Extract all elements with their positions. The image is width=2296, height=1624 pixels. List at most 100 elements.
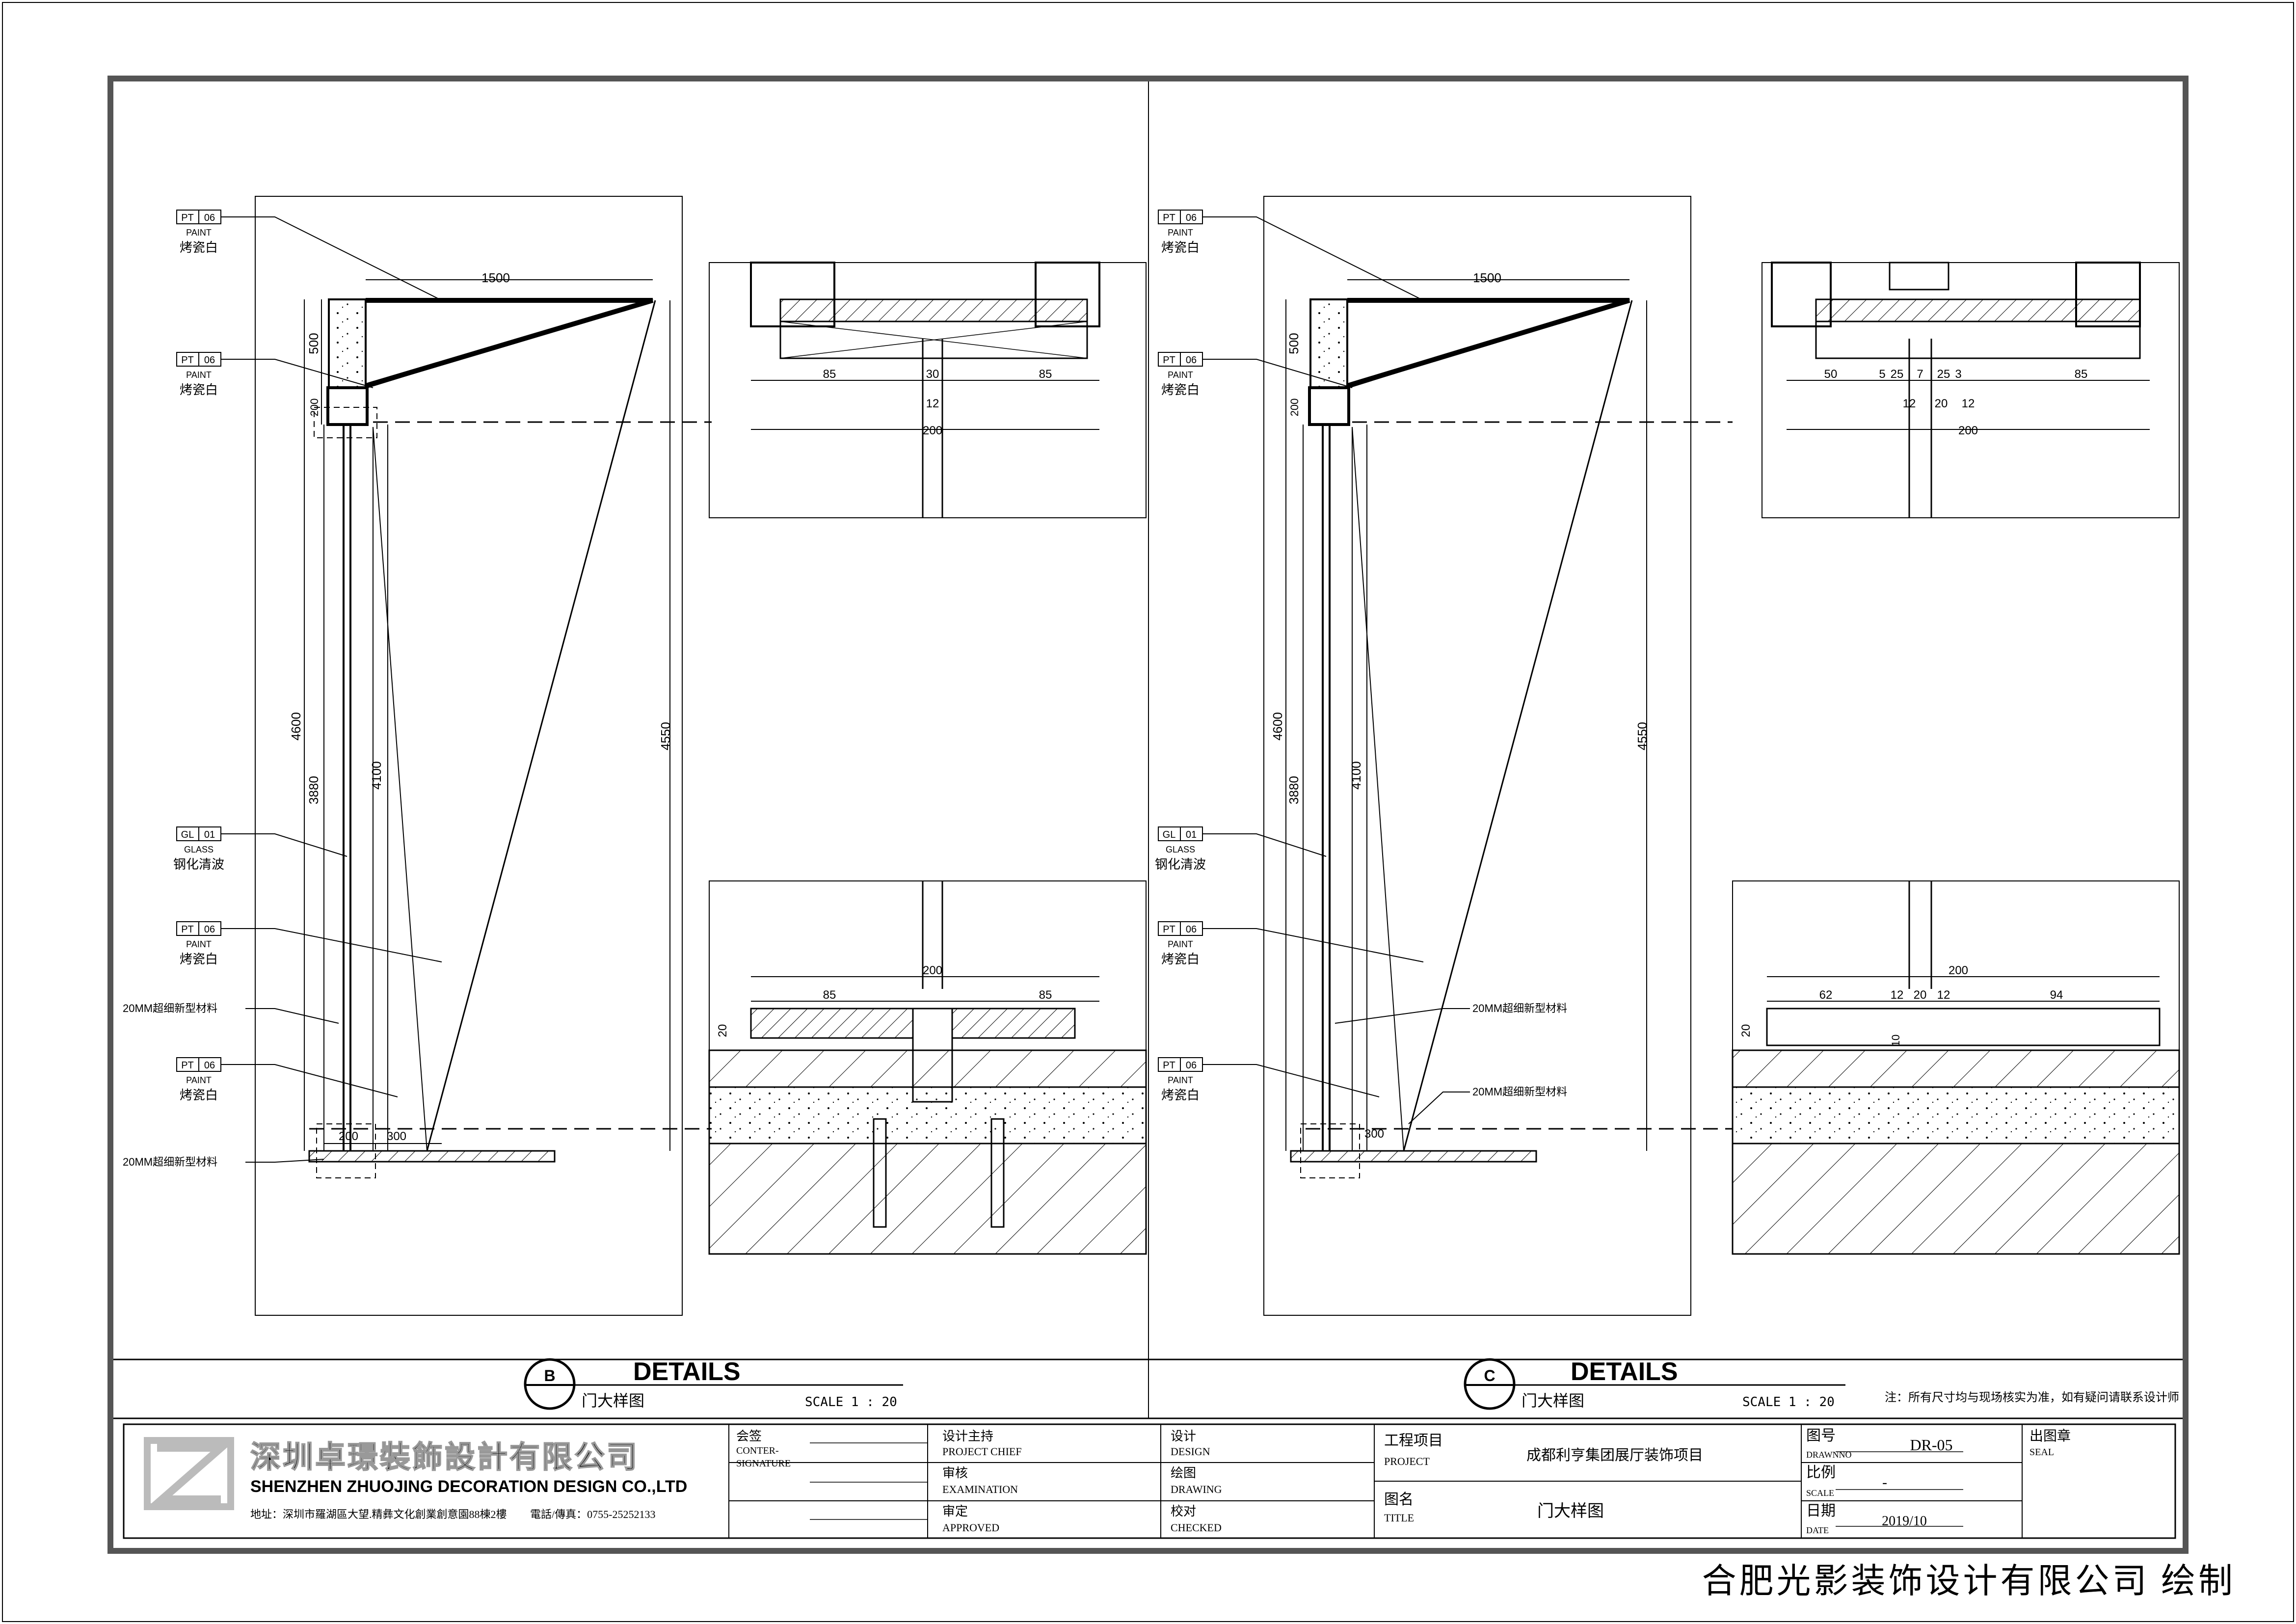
svg-text:DETAILS: DETAILS	[633, 1358, 741, 1386]
svg-text:PAINT: PAINT	[186, 939, 212, 949]
svg-text:设计: 设计	[1171, 1429, 1196, 1443]
company-logo-icon	[144, 1437, 234, 1510]
drawing-title: 门大样图	[1537, 1502, 1604, 1520]
svg-text:B: B	[544, 1367, 555, 1384]
sheet-note: 注：所有尺寸均与现场核实为准，如有疑问请联系设计师	[1885, 1391, 2179, 1404]
title-block: 深圳卓璟裝飾設計有限公司 SHENZHEN ZHUOJING DECORATIO…	[123, 1423, 2176, 1539]
svg-text:SCALE: SCALE	[1806, 1488, 1834, 1498]
callout-pt-4: PT 06 PAINT 烤瓷白	[176, 1057, 398, 1102]
project-name: 成都利亨集团展厅装饰项目	[1526, 1447, 1703, 1464]
callout-pt-3: PT 06 PAINT 烤瓷白	[176, 921, 442, 966]
svg-text:门大样图: 门大样图	[582, 1392, 644, 1410]
details-label-b: B DETAILS 门大样图 SCALE 1 : 20	[524, 1358, 903, 1410]
dim-300: 300	[387, 1130, 406, 1143]
svg-text:DRAWNNO: DRAWNNO	[1806, 1450, 1852, 1460]
dim-4100: 4100	[369, 761, 384, 790]
svg-text:PAINT: PAINT	[1168, 228, 1193, 238]
svg-text:烤瓷白: 烤瓷白	[1161, 952, 1200, 966]
callout-c-pt-2: PT 06 PAINT 烤瓷白	[1158, 352, 1353, 397]
svg-text:200: 200	[923, 424, 942, 437]
callout-c-pt-1: PT 06 PAINT 烤瓷白	[1158, 210, 1424, 301]
svg-text:GL: GL	[1163, 829, 1176, 840]
svg-text:审定: 审定	[942, 1504, 968, 1518]
detail-b-view-frame	[255, 196, 683, 1316]
svg-text:06: 06	[204, 213, 215, 223]
svg-text:20MM超细新型材料: 20MM超细新型材料	[123, 1156, 217, 1168]
dim-3880: 3880	[306, 776, 321, 804]
svg-text:PAINT: PAINT	[186, 228, 212, 238]
svg-text:06: 06	[204, 355, 215, 366]
svg-text:06: 06	[1186, 1060, 1197, 1071]
svg-text:GLASS: GLASS	[1166, 845, 1195, 854]
dim-200: 200	[339, 1130, 358, 1143]
svg-text:图号: 图号	[1806, 1428, 1836, 1444]
svg-text:12: 12	[1903, 397, 1916, 410]
svg-text:PAINT: PAINT	[186, 370, 212, 380]
svg-text:12: 12	[1891, 988, 1904, 1002]
svg-text:25: 25	[1937, 368, 1950, 381]
svg-text:85: 85	[1039, 988, 1052, 1002]
svg-text:20MM超细新型材料: 20MM超细新型材料	[1472, 1086, 1567, 1098]
svg-text:85: 85	[823, 368, 836, 381]
dim-4550: 4550	[658, 722, 673, 750]
svg-text:烤瓷白: 烤瓷白	[180, 1088, 218, 1102]
svg-text:烤瓷白: 烤瓷白	[180, 952, 218, 966]
svg-text:20MM超细新型材料: 20MM超细新型材料	[123, 1002, 217, 1014]
dim-500: 500	[306, 333, 321, 354]
svg-text:12: 12	[926, 397, 939, 410]
detail-c: 1500 4550 4600 3880 4100 500 200 300 PT …	[1155, 196, 2180, 1316]
callout-mat-1: 20MM超细新型材料	[123, 1002, 339, 1024]
svg-text:85: 85	[2075, 368, 2088, 381]
svg-text:DESIGN: DESIGN	[1171, 1445, 1210, 1458]
detail-b-section-top: 85 30 85 12 200	[709, 262, 1147, 518]
svg-text:CONTER-: CONTER-	[736, 1445, 779, 1456]
svg-text:06: 06	[1186, 355, 1197, 366]
details-label-c: C DETAILS 门大样图 SCALE 1 : 20	[1464, 1358, 1845, 1410]
svg-text:7: 7	[1917, 368, 1923, 381]
svg-text:SCALE 1 : 20: SCALE 1 : 20	[805, 1395, 897, 1410]
svg-text:4550: 4550	[1635, 722, 1650, 750]
svg-text:GL: GL	[181, 829, 194, 840]
svg-text:C: C	[1484, 1367, 1495, 1384]
svg-text:烤瓷白: 烤瓷白	[1161, 1088, 1200, 1102]
svg-text:20: 20	[1739, 1024, 1753, 1038]
svg-text:烤瓷白: 烤瓷白	[1161, 240, 1200, 255]
svg-text:PT: PT	[181, 924, 194, 935]
svg-text:94: 94	[2050, 988, 2063, 1002]
svg-text:3: 3	[1955, 368, 1961, 381]
svg-text:PAINT: PAINT	[1168, 939, 1193, 949]
svg-text:12: 12	[1937, 988, 1950, 1002]
svg-text:SEAL: SEAL	[2029, 1447, 2054, 1458]
svg-text:20MM超细新型材料: 20MM超细新型材料	[1472, 1002, 1567, 1014]
svg-text:10: 10	[1890, 1035, 1902, 1046]
svg-text:4100: 4100	[1349, 761, 1363, 790]
svg-text:钢化清波: 钢化清波	[1155, 857, 1206, 872]
svg-text:20: 20	[716, 1024, 729, 1038]
svg-text:4600: 4600	[1270, 712, 1285, 741]
drawing-scale: -	[1882, 1474, 1887, 1491]
svg-text:SCALE 1 : 20: SCALE 1 : 20	[1742, 1395, 1835, 1410]
svg-text:PAINT: PAINT	[1168, 370, 1193, 380]
svg-text:01: 01	[1186, 829, 1197, 840]
svg-text:PT: PT	[1163, 924, 1175, 935]
svg-text:SIGNATURE: SIGNATURE	[736, 1458, 791, 1469]
svg-text:PT: PT	[181, 1060, 194, 1071]
svg-text:PT: PT	[1163, 355, 1175, 366]
svg-text:校对: 校对	[1171, 1504, 1196, 1518]
svg-text:1500: 1500	[1473, 270, 1501, 285]
svg-text:APPROVED: APPROVED	[942, 1521, 999, 1534]
svg-text:会签: 会签	[736, 1429, 762, 1443]
detail-b: 1500 4550 4600 3880 4100 500 200 200 300…	[123, 196, 1147, 1316]
svg-text:TITLE: TITLE	[1384, 1512, 1414, 1524]
company-address: 地址：深圳市羅湖區大望.精彝文化創業創意園88棟2樓	[250, 1508, 507, 1520]
callout-pt-1: PT 06 PAINT 烤瓷白	[176, 210, 442, 301]
svg-text:62: 62	[1819, 988, 1833, 1002]
svg-text:30: 30	[926, 368, 939, 381]
detail-c-section-top: 50 5 25 7 25 3 85 12 20 12 200	[1762, 262, 2180, 518]
drawing-date: 2019/10	[1882, 1514, 1927, 1529]
svg-text:5: 5	[1879, 368, 1885, 381]
callout-c-gl: GL 01 GLASS 钢化清波	[1155, 826, 1327, 872]
svg-text:钢化清波: 钢化清波	[173, 857, 224, 872]
svg-text:200: 200	[1949, 964, 1968, 977]
